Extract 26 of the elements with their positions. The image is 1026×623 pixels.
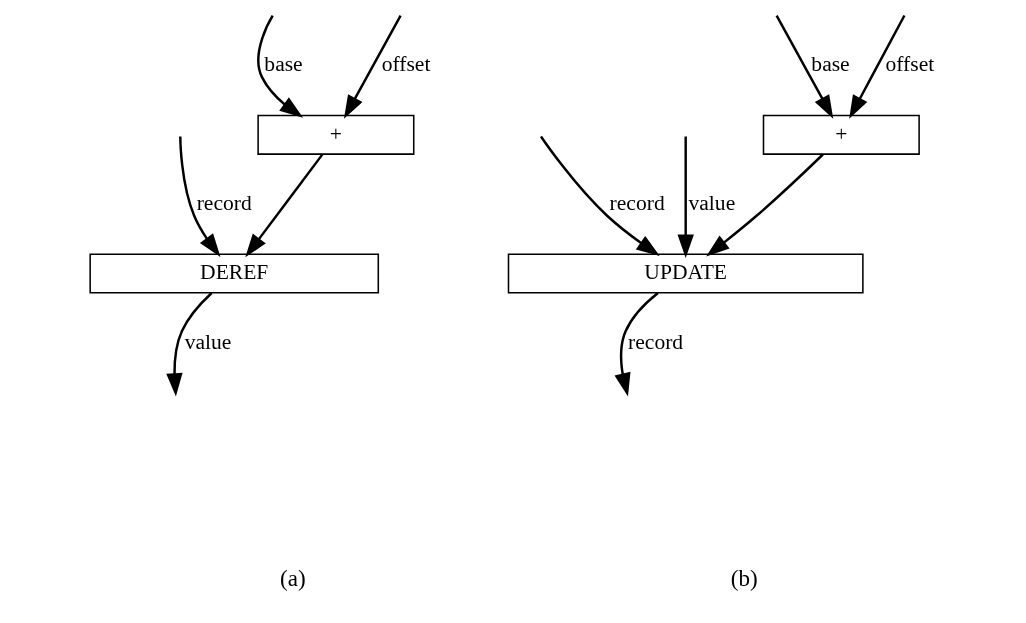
edge-label: record <box>196 190 252 215</box>
arrow <box>256 14 303 118</box>
edge-label: base <box>810 52 850 77</box>
arrow <box>178 136 220 257</box>
arrow <box>165 292 213 397</box>
node-box: UPDATE <box>507 253 864 294</box>
edge-label: offset <box>381 52 430 77</box>
label: (b) <box>730 565 758 592</box>
node-box: DEREF <box>88 253 379 294</box>
edge-label: record <box>609 190 665 215</box>
edge-label: value <box>184 329 231 354</box>
edge-label: offset <box>885 52 934 77</box>
arrow <box>676 136 694 258</box>
node-box: + <box>256 114 414 155</box>
arrow <box>614 292 659 397</box>
arrow <box>343 14 402 119</box>
arrow <box>244 153 324 258</box>
arrow <box>848 14 905 119</box>
edge-label: base <box>263 52 303 77</box>
edge-label: record <box>627 329 683 354</box>
edge-label: value <box>688 190 735 215</box>
arrow <box>539 135 660 256</box>
arrow <box>775 14 833 119</box>
label: (a) <box>279 565 306 592</box>
arrow <box>705 153 824 257</box>
node-box: + <box>762 114 920 155</box>
